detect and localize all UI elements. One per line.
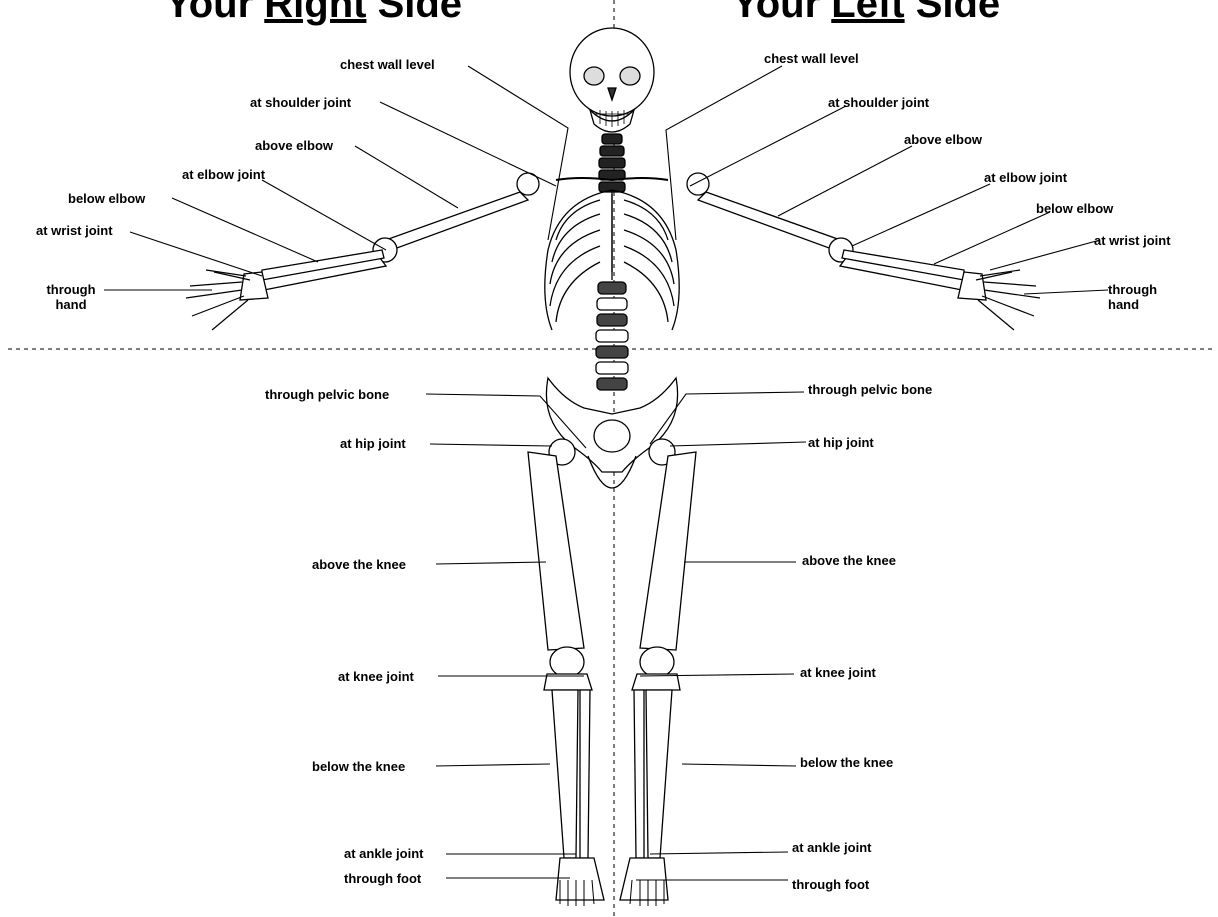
leader-below-elbow-left — [934, 212, 1050, 264]
label-at-elbow-joint-left: at elbow joint — [984, 170, 1067, 185]
label-at-ankle-joint-right: at ankle joint — [344, 846, 423, 861]
label-through-hand-right-line2: hand — [38, 297, 104, 312]
label-below-the-knee-right: below the knee — [312, 759, 405, 774]
label-through-hand-right-line1: through — [38, 282, 104, 297]
label-above-the-knee-right: above the knee — [312, 557, 406, 572]
label-at-wrist-joint-right: at wrist joint — [36, 223, 113, 238]
label-at-shoulder-joint-left: at shoulder joint — [828, 95, 929, 110]
label-at-shoulder-joint-right: at shoulder joint — [250, 95, 351, 110]
label-above-elbow-left: above elbow — [904, 132, 982, 147]
leader-at-wrist-joint-right — [130, 232, 262, 276]
label-at-elbow-joint-right: at elbow joint — [182, 167, 265, 182]
label-at-hip-joint-left: at hip joint — [808, 435, 874, 450]
label-through-pelvic-bone-right: through pelvic bone — [265, 387, 389, 402]
label-through-hand-right: through hand — [38, 282, 104, 312]
leader-above-elbow-left — [778, 146, 912, 216]
leader-through-hand-left — [1024, 290, 1108, 294]
leader-at-hip-joint-right — [430, 444, 552, 446]
label-below-the-knee-left: below the knee — [800, 755, 893, 770]
leader-at-hip-joint-left — [670, 442, 806, 446]
right-leg — [528, 439, 604, 906]
leader-below-the-knee-right — [436, 764, 550, 766]
label-at-ankle-joint-left: at ankle joint — [792, 840, 871, 855]
leader-at-wrist-joint-left — [990, 240, 1100, 270]
skull — [570, 28, 654, 132]
label-chest-wall-level-right: chest wall level — [340, 57, 435, 72]
left-arm — [687, 173, 1040, 330]
leader-at-elbow-joint-left — [852, 184, 990, 246]
right-arm — [186, 173, 539, 330]
leader-below-the-knee-left — [682, 764, 796, 766]
label-through-hand-left-line2: hand — [1108, 297, 1157, 312]
label-through-foot-left: through foot — [792, 877, 869, 892]
label-through-hand-left-line1: through — [1108, 282, 1157, 297]
leader-at-ankle-joint-left — [650, 852, 788, 854]
label-above-the-knee-left: above the knee — [802, 553, 896, 568]
label-at-knee-joint-left: at knee joint — [800, 665, 876, 680]
leader-at-shoulder-joint-left — [690, 106, 846, 186]
leader-lines-right-side — [104, 66, 586, 878]
label-above-elbow-right: above elbow — [255, 138, 333, 153]
label-through-pelvic-bone-left: through pelvic bone — [808, 382, 932, 397]
leader-above-elbow-right — [355, 146, 458, 208]
label-at-knee-joint-right: at knee joint — [338, 669, 414, 684]
label-through-hand-left: through hand — [1108, 282, 1157, 312]
leader-above-the-knee-right — [436, 562, 546, 564]
leader-below-elbow-right — [172, 198, 318, 262]
label-at-wrist-joint-left: at wrist joint — [1094, 233, 1171, 248]
leader-at-shoulder-joint-right — [380, 102, 556, 186]
label-below-elbow-right: below elbow — [68, 191, 145, 206]
label-through-foot-right: through foot — [344, 871, 421, 886]
left-leg — [620, 439, 696, 906]
label-below-elbow-left: below elbow — [1036, 201, 1113, 216]
label-chest-wall-level-left: chest wall level — [764, 51, 859, 66]
skeleton — [186, 28, 1040, 906]
leader-at-elbow-joint-right — [262, 180, 386, 250]
label-at-hip-joint-right: at hip joint — [340, 436, 406, 451]
